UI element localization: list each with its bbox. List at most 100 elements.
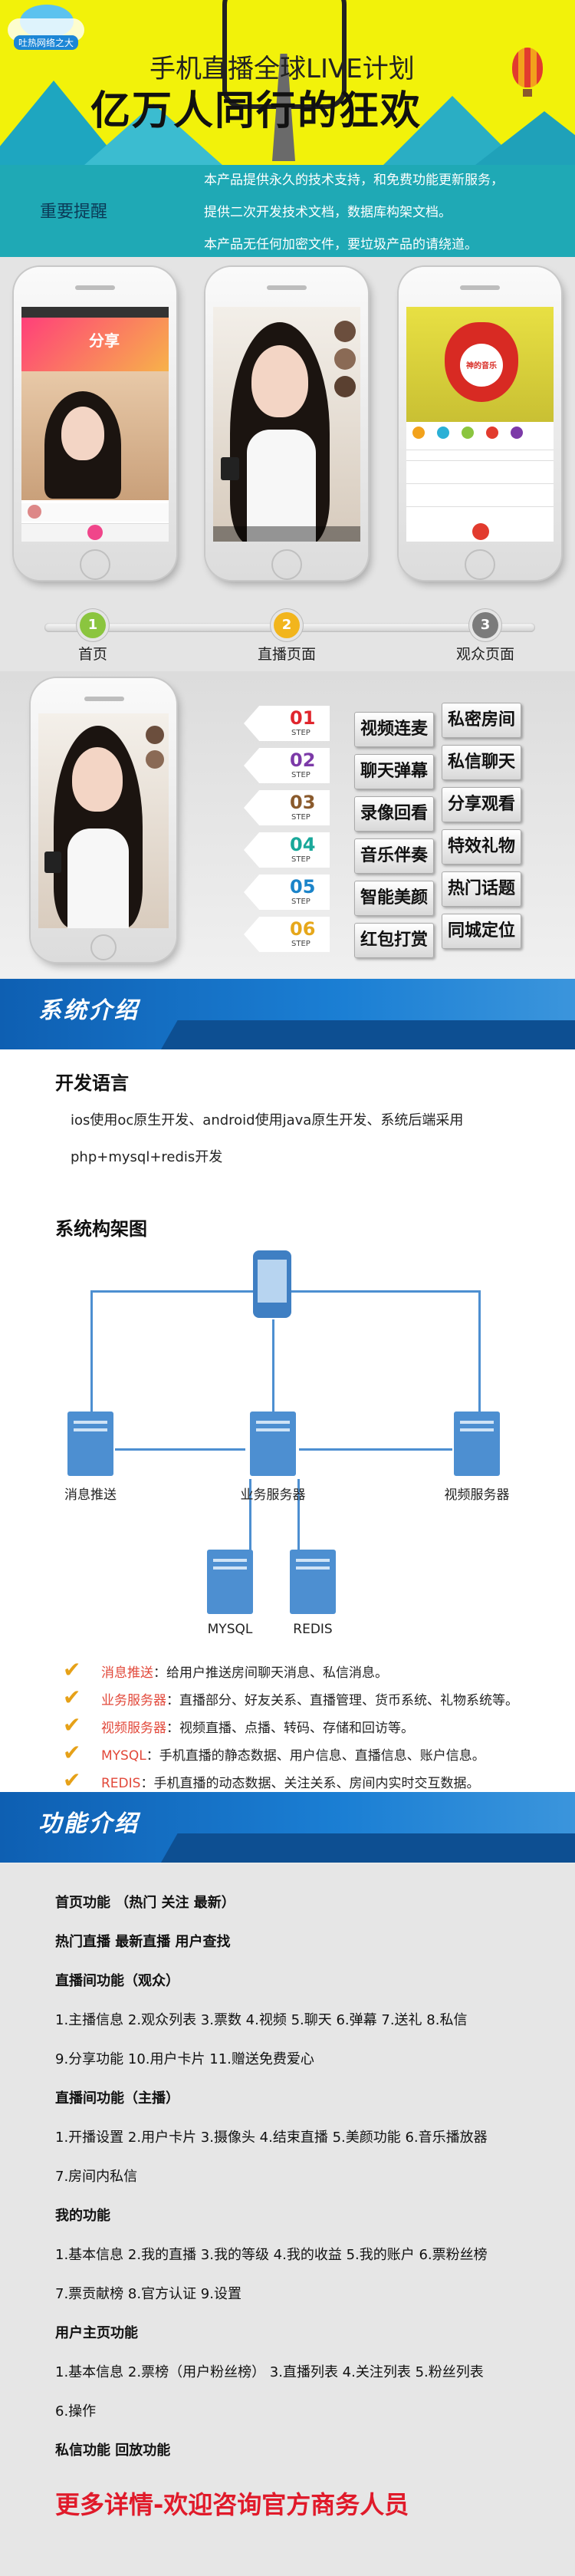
feature-step-number: 02 <box>290 749 316 771</box>
lang-title: 开发语言 <box>55 1072 129 1094</box>
feature-left-item: 智能美颜 <box>354 881 434 916</box>
step-1-badge: 1 <box>80 612 106 638</box>
redis-label: REDIS <box>293 1622 333 1637</box>
connector <box>272 1319 274 1412</box>
phone-feature-preview <box>31 678 176 962</box>
feature-left-item: 视频连麦 <box>354 712 434 747</box>
hero-mountain <box>84 104 222 165</box>
step-3-label: 观众页面 <box>455 646 514 663</box>
hero-banner: 吐热网络之大 手机直播全球LIVE计划 亿万人同行的狂欢 <box>0 0 575 165</box>
feature-right-item: 同城定位 <box>442 914 521 949</box>
video-server-icon <box>454 1412 500 1476</box>
feature-left-item: 红包打赏 <box>354 923 434 958</box>
feature-step-word: STEP <box>291 940 310 948</box>
function-heading: 直播间功能（主播） <box>55 2090 179 2107</box>
feature-step-1 <box>244 706 330 741</box>
step-3-badge: 3 <box>472 612 498 638</box>
live-screen <box>213 307 360 542</box>
business-server-icon <box>250 1412 296 1476</box>
function-item: 7.房间内私信 <box>55 2169 138 2185</box>
music-logo-text: 神的音乐 <box>466 362 497 371</box>
system-banner-title: 系统介绍 <box>38 997 140 1024</box>
lang-line: ios使用oc原生开发、android使用java原生开发、系统后端采用 <box>71 1112 464 1128</box>
server-text: ：给用户推送房间聊天消息、私信消息。 <box>153 1665 388 1681</box>
connector <box>299 1448 452 1451</box>
function-heading: 我的功能 <box>55 2208 110 2224</box>
notice-panel <box>0 165 575 257</box>
mysql-server-icon <box>207 1550 253 1614</box>
server-name: 消息推送 <box>101 1665 153 1681</box>
feature-step-word: STEP <box>291 771 310 779</box>
logo <box>5 5 89 51</box>
record-button-icon[interactable] <box>472 523 489 540</box>
feature-step-word: STEP <box>291 813 310 822</box>
feature-right-item: 私密房间 <box>442 703 521 738</box>
arch-title: 系统构架图 <box>55 1218 147 1240</box>
banner-text: 分享 <box>89 331 120 350</box>
video-server-label: 视频服务器 <box>444 1487 510 1503</box>
server-text: ：手机直播的动态数据、关注关系、房间内实时交互数据。 <box>140 1776 480 1791</box>
function-item: 1.开播设置 2.用户卡片 3.摄像头 4.结束直播 5.美颜功能 6.音乐播放… <box>55 2130 488 2146</box>
hero-mountain <box>475 111 575 165</box>
home-screen: 分享 <box>21 307 169 542</box>
logo-text: 吐热网络之大 <box>14 35 79 50</box>
notice-line: 提供二次开发技术文档，数据库构架文档。 <box>204 205 452 220</box>
feature-step-number: 01 <box>290 707 316 729</box>
hot-air-balloon-icon <box>512 48 543 87</box>
feature-step-number: 04 <box>290 834 316 855</box>
server-description: MYSQL：手机直播的静态数据、用户信息、直播信息、账户信息。 <box>101 1744 485 1764</box>
function-heading: 私信功能 回放功能 <box>55 2443 171 2459</box>
server-text: ：直播部分、好友关系、直播管理、货币系统、礼物系统等。 <box>166 1693 518 1708</box>
check-icon: ✔ <box>63 1685 81 1710</box>
push-server-label: 消息推送 <box>64 1487 117 1503</box>
function-heading: 首页功能 （热门 关注 最新） <box>55 1895 235 1911</box>
phone-live-screen <box>205 267 368 580</box>
lang-line: php+mysql+redis开发 <box>71 1149 223 1165</box>
server-description: 视频服务器：视频直播、点播、转码、存储和回访等。 <box>101 1717 414 1736</box>
function-item: 6.操作 <box>55 2403 97 2420</box>
function-heading: 用户主页功能 <box>55 2325 138 2341</box>
feature-right-item: 热门话题 <box>442 871 521 907</box>
feature-live-screen <box>38 713 169 928</box>
feature-step-5 <box>244 875 330 910</box>
redis-server-icon <box>290 1550 336 1614</box>
function-item: 1.基本信息 2.我的直播 3.我的等级 4.我的收益 5.我的账户 6.票粉丝… <box>55 2247 488 2263</box>
function-list <box>0 1864 575 2576</box>
business-server-label: 业务服务器 <box>240 1487 306 1503</box>
phone-audience-screen: 神的音乐 <box>399 267 561 580</box>
balloon-basket <box>523 89 532 97</box>
mobile-client-icon <box>253 1250 291 1318</box>
server-name: 视频服务器 <box>101 1721 166 1736</box>
feature-left-item: 录像回看 <box>354 796 434 832</box>
phone-home-screen: 分享 <box>14 267 176 580</box>
notice-line: 本产品提供永久的技术支持，和免费功能更新服务， <box>204 173 504 188</box>
function-item: 9.分享功能 10.用户卡片 11.赠送免费爱心 <box>55 2051 314 2067</box>
function-item: 1.主播信息 2.观众列表 3.票数 4.视频 5.聊天 6.弹幕 7.送礼 8… <box>55 2012 468 2028</box>
feature-right-item: 分享观看 <box>442 787 521 822</box>
live-button-icon[interactable] <box>87 525 103 540</box>
connector <box>90 1290 93 1412</box>
function-heading: 热门直播 最新直播 用户查找 <box>55 1934 231 1950</box>
server-name: 业务服务器 <box>101 1693 166 1708</box>
check-icon: ✔ <box>63 1657 81 1682</box>
feature-step-word: STEP <box>291 729 310 737</box>
contact-cta[interactable]: 更多详情-欢迎咨询官方商务人员 <box>55 2490 409 2519</box>
check-icon: ✔ <box>63 1712 81 1738</box>
feature-left-item: 音乐伴奏 <box>354 838 434 874</box>
step-1-label: 首页 <box>77 646 107 663</box>
check-icon: ✔ <box>63 1767 81 1793</box>
server-description: 业务服务器：直播部分、好友关系、直播管理、货币系统、礼物系统等。 <box>101 1689 518 1708</box>
feature-step-4 <box>244 832 330 868</box>
card-icon <box>221 457 239 480</box>
step-2-badge: 2 <box>274 612 300 638</box>
feature-step-number: 06 <box>290 918 316 940</box>
feature-left-item: 聊天弹幕 <box>354 754 434 789</box>
function-item: 7.票贡献榜 8.官方认证 9.设置 <box>55 2286 242 2302</box>
server-name: REDIS <box>101 1776 141 1791</box>
feature-step-number: 05 <box>290 876 316 898</box>
feature-right-item: 私信聊天 <box>442 745 521 780</box>
card-icon <box>44 852 61 873</box>
connector <box>297 1479 300 1550</box>
server-text: ：视频直播、点播、转码、存储和回访等。 <box>166 1721 414 1736</box>
push-server-icon <box>67 1412 113 1476</box>
